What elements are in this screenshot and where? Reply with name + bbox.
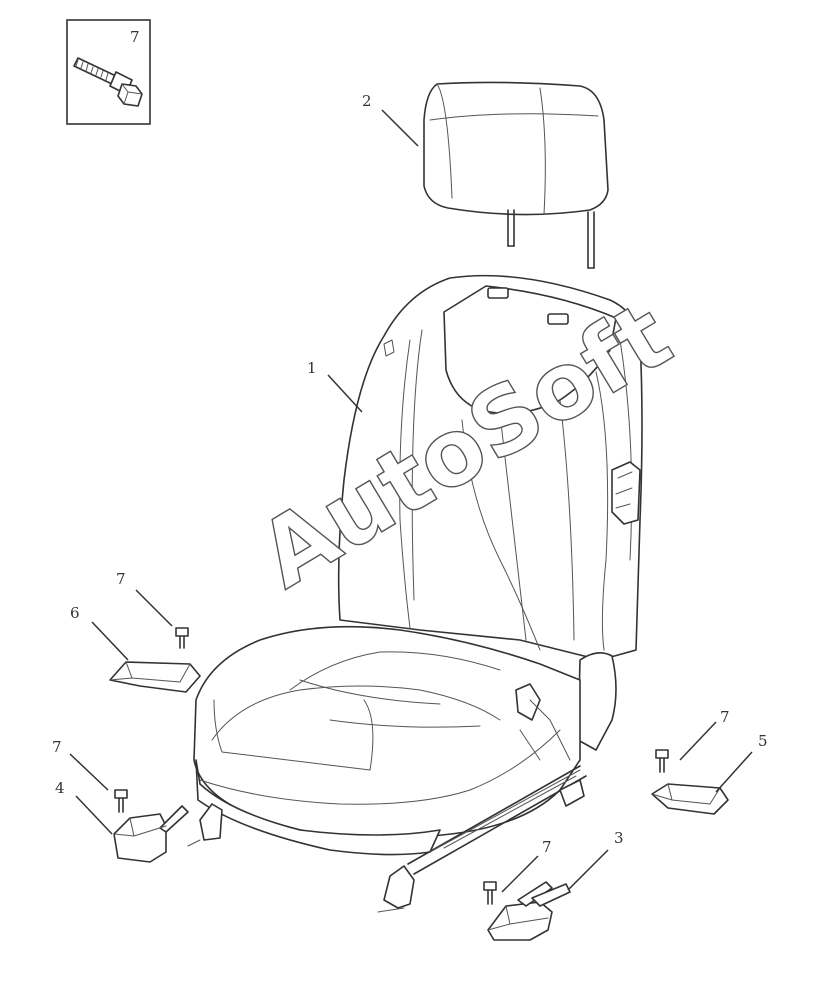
callout-7-front-left: 7 [52, 738, 62, 756]
callout-5: 5 [758, 732, 768, 750]
bolt-front-right-icon [483, 881, 497, 905]
callout-7-rear-left: 7 [116, 570, 126, 588]
bolt-front-left-icon [114, 789, 128, 813]
leader-lines [69, 109, 753, 893]
callout-7-front-right: 7 [542, 838, 552, 856]
cover-front-right [487, 881, 571, 941]
bolt-icon [73, 57, 143, 107]
callout-7-rear-right: 7 [720, 708, 730, 726]
callout-2: 2 [362, 92, 372, 110]
callout-1: 1 [307, 359, 317, 377]
callout-3: 3 [614, 829, 624, 847]
inset-label: 7 [130, 28, 140, 46]
bolt-rear-left-icon [175, 627, 189, 649]
cover-rear-right [651, 783, 729, 815]
callout-4: 4 [55, 779, 65, 797]
bolt-inset: 7 [66, 19, 151, 125]
seat-backrest [337, 274, 643, 751]
callout-6: 6 [70, 604, 80, 622]
seat-cushion [193, 625, 581, 856]
cover-rear-left [109, 661, 201, 693]
headrest [423, 81, 609, 269]
cover-front-left [113, 805, 189, 863]
bolt-rear-right-icon [655, 749, 669, 773]
seat-rails [187, 683, 587, 913]
